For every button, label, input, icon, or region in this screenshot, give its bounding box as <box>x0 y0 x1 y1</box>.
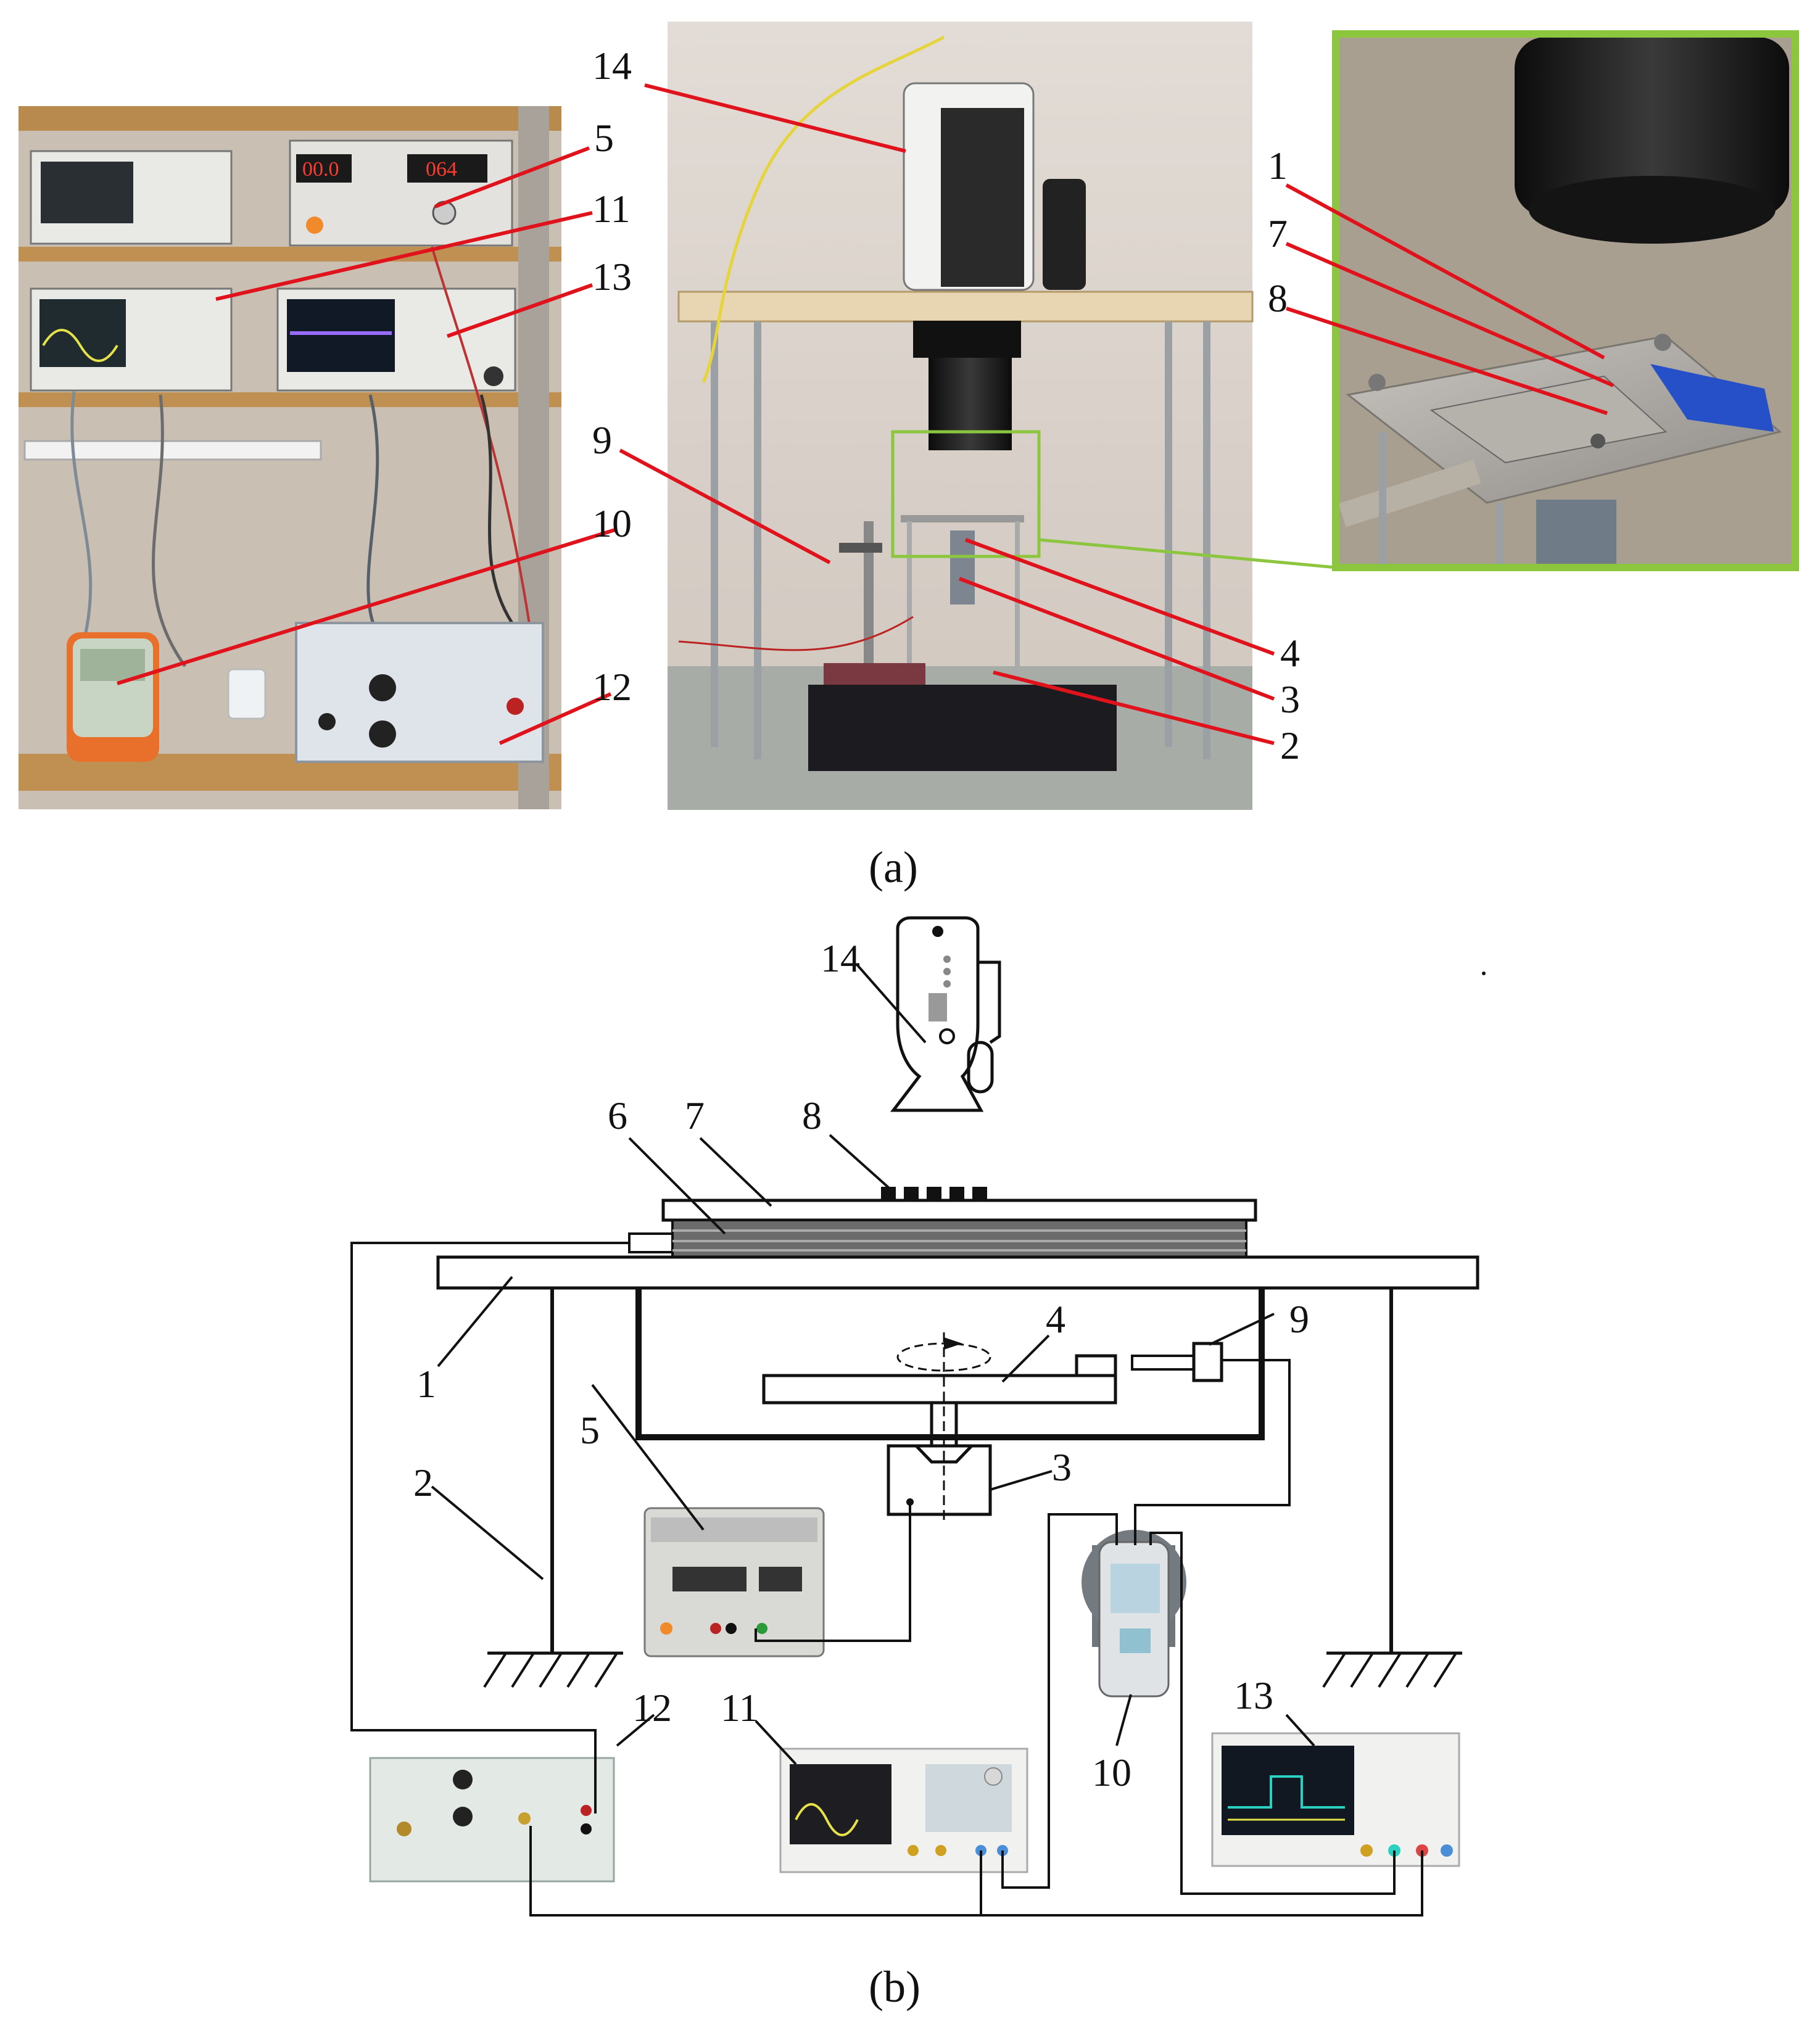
label-a-14: 14 <box>592 44 632 88</box>
svg-text:00.0: 00.0 <box>302 158 339 181</box>
label-a-12: 12 <box>592 665 632 709</box>
svg-text:064: 064 <box>426 158 457 181</box>
ground-right <box>1322 1651 1462 1688</box>
panel-a-labels: 14 5 11 13 9 10 12 4 3 2 1 7 8 <box>592 44 1300 767</box>
camera-schematic <box>856 916 1001 1112</box>
label-b-13: 13 <box>1234 1673 1273 1717</box>
photo-camera-rig <box>668 22 1254 810</box>
label-b-1: 1 <box>416 1362 436 1406</box>
label-b-14: 14 <box>821 936 860 980</box>
panel-b-schematic <box>350 916 1479 1917</box>
label-b-6: 6 <box>608 1094 627 1137</box>
label-b-4: 4 <box>1046 1297 1065 1341</box>
label-b-11: 11 <box>721 1686 759 1730</box>
label-a-1: 1 <box>1268 144 1288 188</box>
caption-b: (b) <box>869 1962 920 2012</box>
label-a-3: 3 <box>1280 677 1300 721</box>
caption-a: (a) <box>869 843 918 892</box>
inset-plate-closeup <box>1336 34 1795 567</box>
label-a-4: 4 <box>1280 631 1300 675</box>
label-b-2: 2 <box>413 1461 433 1504</box>
label-b-8: 8 <box>802 1094 822 1137</box>
inset-zoom-frame <box>891 430 1041 558</box>
wiring <box>350 1242 1423 1917</box>
panel-a-leaders <box>117 83 1615 745</box>
label-a-8: 8 <box>1268 276 1288 320</box>
label-b-9: 9 <box>1289 1297 1309 1341</box>
label-a-2: 2 <box>1280 724 1300 767</box>
vibration-meter-schematic <box>1082 1530 1186 1698</box>
oscilloscope-schematic <box>1211 1732 1460 1867</box>
label-a-11: 11 <box>592 187 631 231</box>
inset-border <box>1332 30 1799 571</box>
voltage-amplifier-photo <box>295 622 544 763</box>
panel-b-labels: 14 6 7 8 4 9 1 3 5 2 12 11 13 10 <box>413 936 1309 1794</box>
label-b-3: 3 <box>1052 1445 1072 1489</box>
label-b-5: 5 <box>580 1408 600 1452</box>
label-a-9: 9 <box>592 418 612 462</box>
label-a-10: 10 <box>592 501 632 545</box>
function-generator-schematic <box>779 1748 1028 1873</box>
ground-left <box>483 1651 623 1688</box>
label-b-7: 7 <box>685 1094 705 1137</box>
label-a-7: 7 <box>1268 212 1288 255</box>
power-supply-schematic <box>643 1507 825 1657</box>
voltage-amplifier-schematic <box>369 1757 615 1883</box>
label-b-12: 12 <box>632 1686 672 1730</box>
photo-instrument-shelf: 00.0 064 <box>19 106 561 809</box>
label-a-5: 5 <box>594 116 614 160</box>
label-a-13: 13 <box>592 255 632 299</box>
label-b-10: 10 <box>1092 1751 1131 1794</box>
